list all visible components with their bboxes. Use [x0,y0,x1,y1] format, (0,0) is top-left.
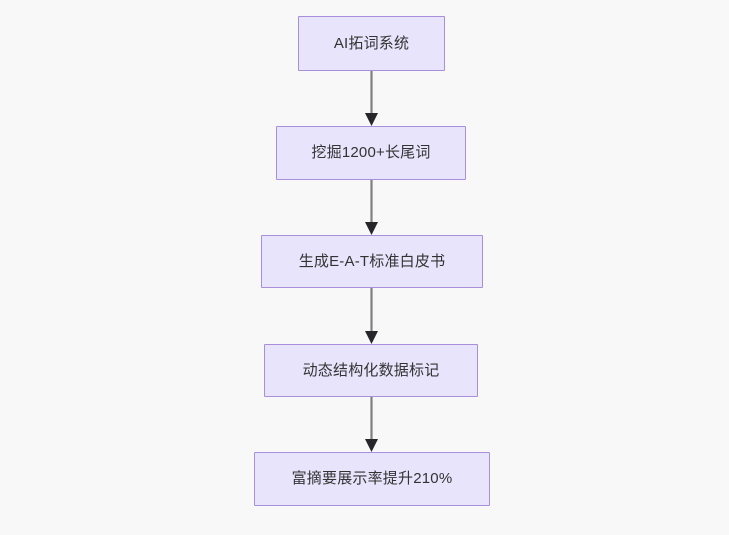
flowchart-node-dynamic-structured-data-markup[interactable]: 动态结构化数据标记 [264,344,478,397]
flowchart-node-label: 生成E-A-T标准白皮书 [298,252,446,270]
edge-n2-n3 [365,180,378,235]
edge-n4-n5 [365,397,378,452]
flowchart-node-ai-keyword-system[interactable]: AI拓词系统 [298,16,445,71]
flowchart-node-label: AI拓词系统 [333,34,410,52]
flowchart-node-rich-snippet-impression-lift[interactable]: 富摘要展示率提升210% [254,452,490,506]
flowchart-node-generate-eat-whitepaper[interactable]: 生成E-A-T标准白皮书 [261,235,483,288]
flowchart-node-label: 动态结构化数据标记 [302,361,440,379]
edge-n3-n4 [365,288,378,344]
flowchart-node-mine-longtail-keywords[interactable]: 挖掘1200+长尾词 [276,126,466,180]
flowchart-node-label: 富摘要展示率提升210% [291,470,453,487]
flowchart-node-label: 挖掘1200+长尾词 [311,144,431,161]
edge-n1-n2 [365,71,378,126]
